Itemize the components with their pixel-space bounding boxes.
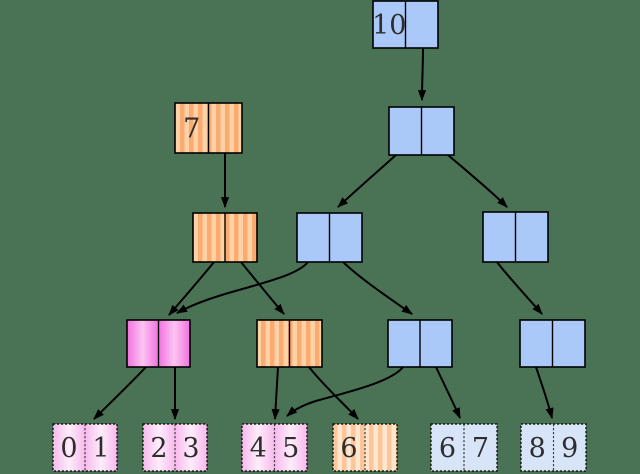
- node-root: 10: [372, 0, 439, 49]
- node-b3b: [482, 211, 549, 263]
- node-b3a-cell-1: [329, 213, 362, 262]
- node-o7: 7: [174, 102, 243, 154]
- edge-b3a-b4a: [342, 261, 413, 315]
- node-l45-border: [241, 423, 308, 472]
- node-l6-cell-1: [365, 424, 397, 471]
- node-l89-label-1: 9: [561, 433, 578, 464]
- node-b4a: [387, 319, 453, 368]
- node-l89-border: [520, 423, 587, 472]
- edge-o3-o4: [240, 261, 285, 315]
- node-b4b: [519, 319, 586, 368]
- node-p4-cell-0: [127, 320, 159, 367]
- node-o3-cell-0: [193, 213, 225, 262]
- node-b4a-border: [387, 319, 453, 368]
- node-o7-cell-0: [175, 103, 209, 153]
- node-l89-label-0: 8: [529, 433, 546, 464]
- node-l01-label-0: 0: [60, 433, 77, 464]
- edge-o4-l45: [271, 366, 280, 421]
- node-b3a-cell-0: [297, 213, 330, 262]
- node-o4-cell-0: [257, 320, 290, 367]
- node-l89-cell-0: [521, 424, 554, 471]
- node-p4: [126, 319, 191, 368]
- node-l67-cell-0: [431, 424, 464, 471]
- node-l45-cell-1: [274, 424, 307, 471]
- node-b2: [388, 106, 455, 156]
- node-root-border: [372, 0, 439, 49]
- node-o7-cell-1: [208, 103, 242, 153]
- edge-b2-b3a: [337, 154, 397, 208]
- node-b3b-cell-1: [515, 212, 548, 262]
- node-l01-label-1: 1: [92, 433, 109, 464]
- node-l01-border: [52, 423, 118, 472]
- node-l01-cell-1: [85, 424, 117, 471]
- node-o3: [192, 212, 258, 263]
- node-b3a: [296, 212, 363, 263]
- edge-b2-b3b: [447, 154, 508, 208]
- node-b3a-border: [296, 212, 363, 263]
- node-l67-cell-1: [464, 424, 497, 471]
- node-o4: [256, 319, 323, 368]
- edge-layer: [93, 47, 554, 421]
- node-l6: 6: [332, 423, 398, 472]
- node-p4-border: [126, 319, 191, 368]
- edge-o3-p4: [168, 261, 215, 316]
- node-l23-border: [142, 423, 208, 472]
- node-l6-border: [332, 423, 398, 472]
- node-b4b-cell-1: [552, 320, 585, 367]
- node-l45-label-1: 5: [282, 433, 299, 464]
- edge-b3b-b4b: [496, 261, 543, 315]
- node-o4-border: [256, 319, 323, 368]
- node-b2-cell-0: [389, 107, 422, 155]
- edge-b4b-l89: [535, 366, 554, 420]
- node-l23-cell-1: [175, 424, 207, 471]
- node-b3b-border: [482, 211, 549, 263]
- node-o3-cell-1: [225, 213, 257, 262]
- node-o7-label-0: 7: [183, 114, 200, 145]
- node-l67-border: [430, 423, 498, 472]
- node-o4-cell-1: [289, 320, 322, 367]
- node-root-cell-0: [373, 1, 406, 48]
- node-b4b-border: [519, 319, 586, 368]
- node-l45-cell-0: [242, 424, 275, 471]
- edge-p4-l01: [93, 366, 147, 420]
- node-l6-label-0: 6: [340, 433, 357, 464]
- node-root-label-0: 10: [372, 10, 406, 41]
- node-l67-label-0: 6: [439, 433, 456, 464]
- node-o7-border: [174, 102, 243, 154]
- node-l01-cell-0: [53, 424, 85, 471]
- node-l6-cell-0: [333, 424, 365, 471]
- node-l23-label-1: 3: [182, 433, 199, 464]
- node-p4-cell-1: [158, 320, 190, 367]
- node-b3b-cell-0: [483, 212, 516, 262]
- node-l23-cell-0: [143, 424, 175, 471]
- edge-b4a-l45: [286, 366, 404, 417]
- node-o3-border: [192, 212, 258, 263]
- node-root-cell-1: [405, 1, 438, 48]
- node-b2-cell-1: [421, 107, 454, 155]
- node-b4a-cell-1: [420, 320, 452, 367]
- node-l23-label-0: 2: [150, 433, 167, 464]
- node-b2-border: [388, 106, 455, 156]
- edge-b4a-l67: [435, 366, 461, 420]
- node-b4b-cell-0: [520, 320, 553, 367]
- node-b4a-cell-0: [388, 320, 420, 367]
- node-l89-cell-1: [553, 424, 586, 471]
- edge-b3a-p4: [176, 261, 309, 314]
- node-l67-label-1: 7: [472, 433, 489, 464]
- edge-root-b2: [417, 47, 427, 102]
- node-l45-label-0: 4: [250, 433, 267, 464]
- edge-o4-l6: [308, 366, 359, 420]
